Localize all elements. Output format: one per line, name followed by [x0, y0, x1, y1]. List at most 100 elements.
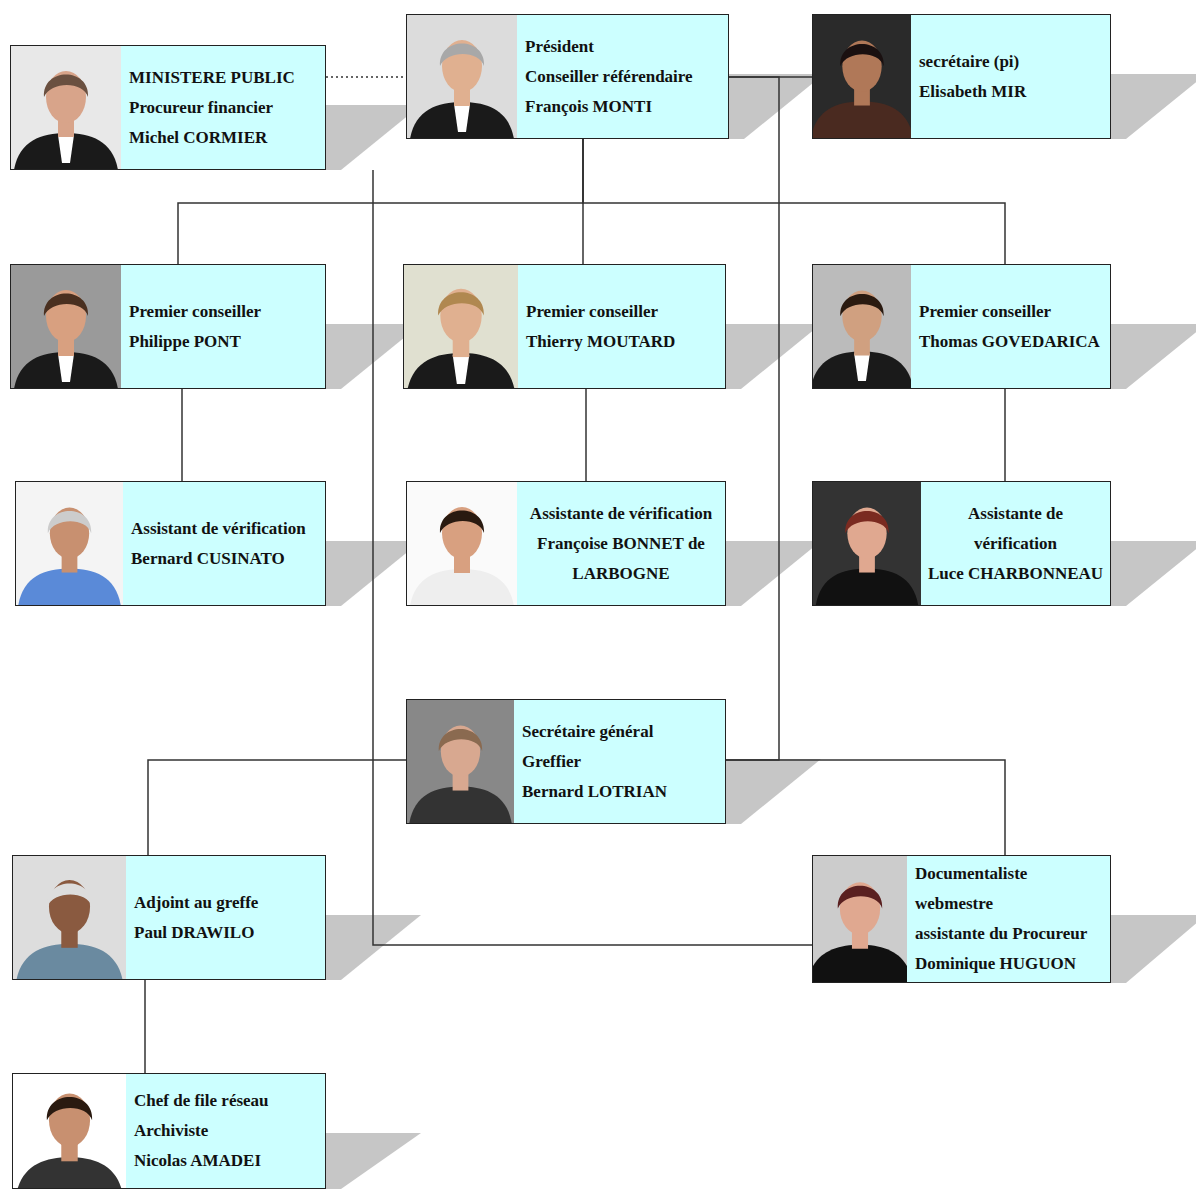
text-panel: Assistante de vérificationFrançoise BONN…	[517, 482, 725, 605]
org-connector	[1004, 389, 1006, 481]
robe-jabot	[58, 135, 74, 163]
box-text: MINISTERE PUBLIC	[129, 63, 321, 93]
photo-body	[813, 102, 911, 138]
box-text: Conseiller référendaire	[525, 62, 724, 92]
robe-jabot	[854, 354, 870, 382]
box-text: assistante du Procureur	[915, 919, 1106, 949]
portrait-photo	[11, 265, 121, 388]
text-panel: MINISTERE PUBLICProcureur financierMiche…	[121, 46, 325, 169]
org-connector	[726, 77, 779, 760]
org-connector	[585, 389, 587, 481]
photo-body	[16, 1157, 123, 1188]
photo-body	[816, 569, 918, 605]
portrait-figure	[407, 700, 514, 823]
robe-jabot	[453, 355, 470, 384]
box-text: Dominique HUGUON	[915, 949, 1106, 979]
box-text: Thierry MOUTARD	[526, 327, 721, 357]
text-panel: PrésidentConseiller référendaireFrançois…	[517, 15, 728, 138]
text-panel: Premier conseillerThierry MOUTARD	[518, 265, 725, 388]
portrait-photo	[11, 46, 121, 169]
box-text: Greffier	[522, 747, 721, 777]
photo-background	[13, 1074, 126, 1188]
box-text: Elisabeth MIR	[919, 77, 1106, 107]
drop-shadow	[726, 541, 821, 606]
person-box: Documentalistewebmestreassistante du Pro…	[812, 855, 1111, 983]
box-text: Président	[525, 32, 724, 62]
portrait-figure	[813, 856, 907, 982]
portrait-photo	[13, 1074, 126, 1188]
person-box: secrétaire (pi)Elisabeth MIR	[812, 14, 1111, 139]
drop-shadow	[1111, 915, 1196, 983]
person-box: PrésidentConseiller référendaireFrançois…	[406, 14, 729, 139]
box-text: Thomas GOVEDARICA	[919, 327, 1106, 357]
photo-hair	[440, 511, 484, 534]
photo-body	[813, 352, 911, 388]
text-panel: Documentalistewebmestreassistante du Pro…	[907, 856, 1110, 982]
photo-background	[11, 46, 121, 169]
photo-hair	[439, 729, 482, 751]
photo-hair	[44, 75, 88, 98]
portrait-figure	[13, 856, 126, 979]
person-box: Chef de file réseauArchivisteNicolas AMA…	[12, 1073, 326, 1189]
box-text: Nicolas AMADEI	[134, 1146, 321, 1176]
portrait-figure	[813, 482, 921, 605]
box-text: Procureur financier	[129, 93, 321, 123]
photo-background	[813, 265, 911, 388]
photo-body	[813, 945, 907, 982]
portrait-photo	[13, 856, 126, 979]
photo-hair	[840, 44, 883, 66]
box-text: Bernard LOTRIAN	[522, 777, 721, 807]
photo-background	[404, 265, 518, 388]
photo-body	[16, 944, 123, 979]
box-text: Bernard CUSINATO	[131, 544, 321, 574]
text-panel: secrétaire (pi)Elisabeth MIR	[911, 15, 1110, 138]
box-text: Paul DRAWILO	[134, 918, 321, 948]
person-box: Assistant de vérificationBernard CUSINAT…	[15, 481, 326, 606]
box-text: Archiviste	[134, 1116, 321, 1146]
photo-hair	[845, 511, 888, 533]
box-text: secrétaire (pi)	[919, 47, 1106, 77]
photo-background	[813, 856, 907, 982]
photo-background	[813, 482, 921, 605]
portrait-photo	[813, 856, 907, 982]
portrait-photo	[813, 15, 911, 138]
photo-hair	[838, 886, 882, 909]
portrait-figure	[13, 1074, 126, 1188]
photo-background	[16, 482, 123, 605]
photo-background	[407, 700, 514, 823]
photo-body	[18, 569, 120, 605]
person-box: MINISTERE PUBLICProcureur financierMiche…	[10, 45, 326, 170]
drop-shadow	[726, 324, 821, 389]
box-text: François MONTI	[525, 92, 724, 122]
box-text: Luce CHARBONNEAU	[925, 559, 1106, 589]
robe-jabot	[454, 104, 470, 132]
drop-shadow	[726, 759, 821, 824]
photo-body	[409, 787, 511, 823]
portrait-figure	[11, 46, 121, 169]
person-box: Assistante de vérificationLuce CHARBONNE…	[812, 481, 1111, 606]
box-text: Françoise BONNET de LARBOGNE	[521, 529, 721, 589]
drop-shadow	[1111, 74, 1196, 139]
photo-background	[11, 265, 121, 388]
person-box: Assistante de vérificationFrançoise BONN…	[406, 481, 726, 606]
photo-body	[14, 352, 118, 388]
photo-hair	[44, 294, 88, 317]
box-text: Secrétaire général	[522, 717, 721, 747]
portrait-photo	[813, 482, 921, 605]
org-connector	[144, 980, 146, 1073]
portrait-photo	[16, 482, 123, 605]
box-text: Michel CORMIER	[129, 123, 321, 153]
photo-hair	[48, 511, 91, 533]
photo-background	[13, 856, 126, 979]
text-panel: Premier conseillerThomas GOVEDARICA	[911, 265, 1110, 388]
text-panel: Assistant de vérificationBernard CUSINAT…	[123, 482, 325, 605]
photo-hair	[47, 1097, 92, 1120]
org-connector	[373, 170, 812, 945]
box-text: Documentaliste	[915, 859, 1106, 889]
photo-body	[410, 569, 514, 605]
portrait-figure	[407, 15, 517, 138]
drop-shadow	[729, 74, 824, 139]
box-text: Assistant de vérification	[131, 514, 321, 544]
photo-background	[407, 482, 517, 605]
